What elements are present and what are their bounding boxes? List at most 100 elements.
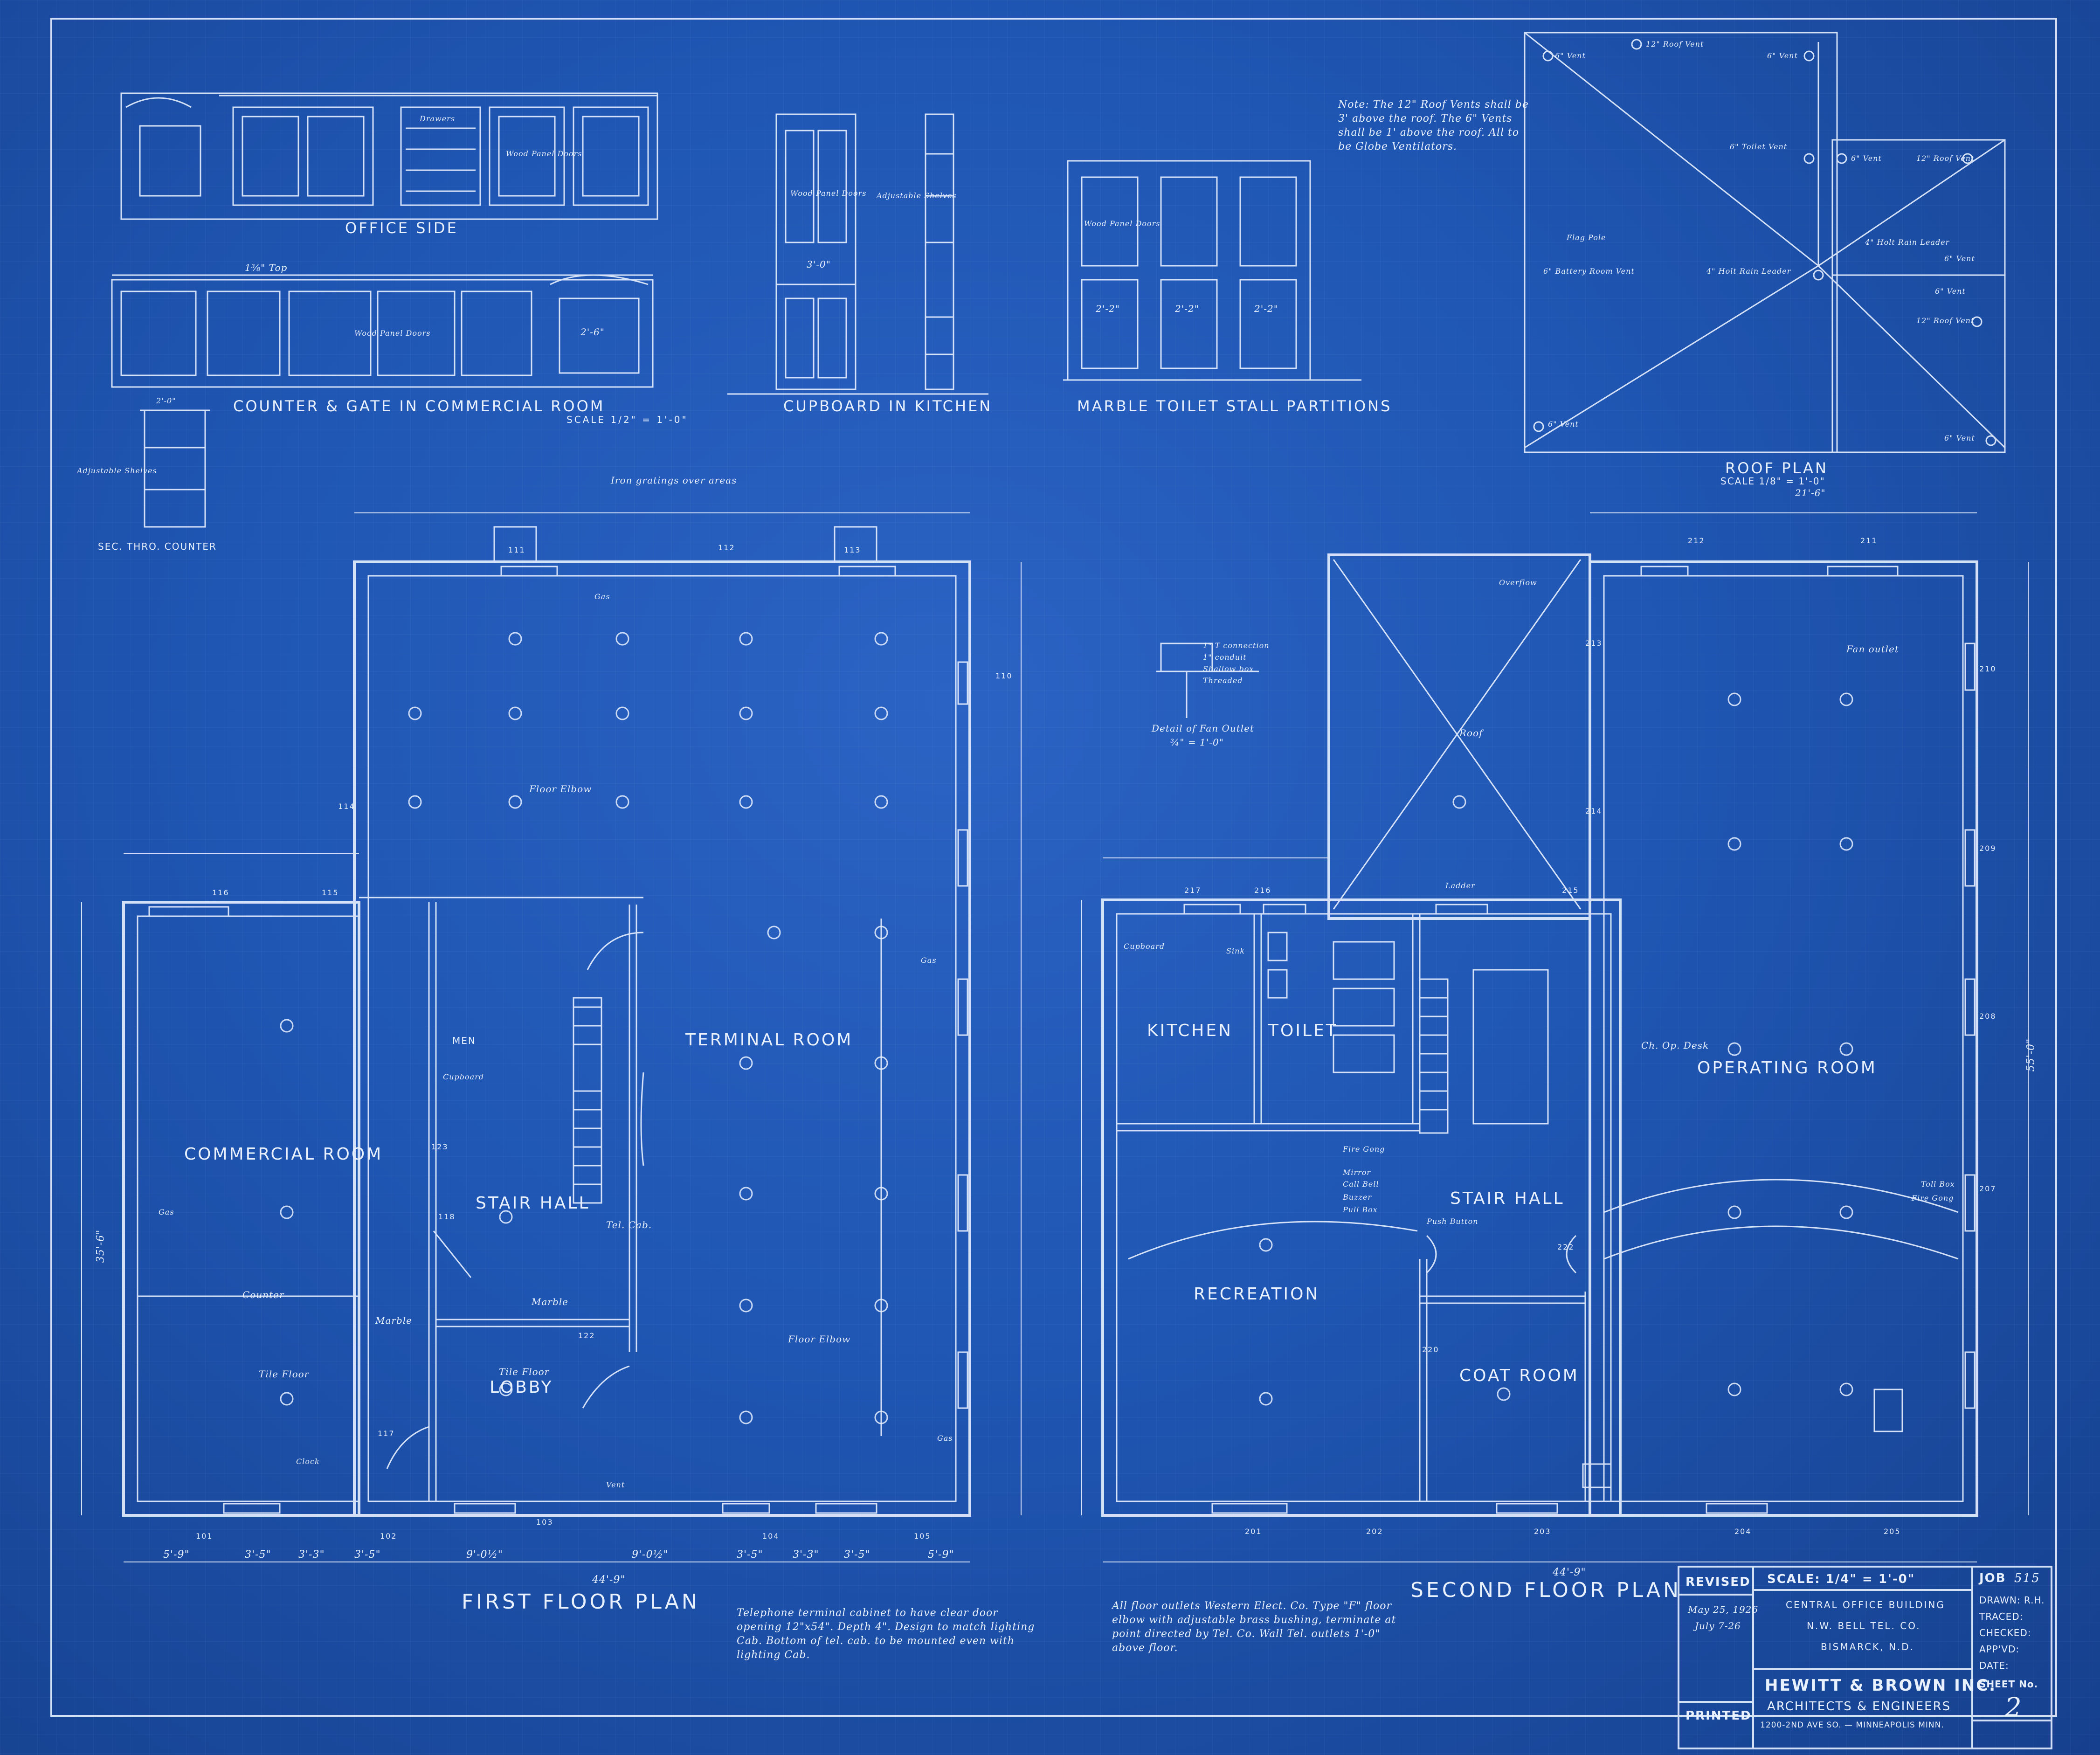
first-floor-cabinet-note: Telephone terminal cabinet to have clear… xyxy=(737,1607,1035,1661)
adjustable-shelves-label: Adjustable Shelves xyxy=(77,466,157,475)
first-floor-dim-lines xyxy=(81,512,1022,1562)
room-number: 104 xyxy=(762,1532,780,1541)
flag-pole-label: Flag Pole xyxy=(1567,233,1606,242)
room-number: 111 xyxy=(508,546,525,554)
roof-vent-se-lower: 6" Vent xyxy=(1935,287,1966,296)
cupboard-width-label: 3'-0" xyxy=(807,259,831,270)
job-number: 515 xyxy=(2014,1571,2040,1585)
first-dim-bottom-1: 3'-5" xyxy=(245,1549,271,1561)
details-scale-label: SCALE 1/2" = 1'-0" xyxy=(566,414,688,425)
firm-address: 1200-2ND AVE SO. — MINNEAPOLIS MINN. xyxy=(1760,1720,1944,1730)
roof-vent-sw: 6" Vent xyxy=(1548,420,1579,428)
fan-detail-line-3: Threaded xyxy=(1203,676,1243,685)
first-dim-bottom-2: 3'-3" xyxy=(298,1549,325,1561)
counter-gate-elevation xyxy=(111,274,654,388)
cupboard-doors-label: Wood Panel Doors xyxy=(790,189,867,198)
sink-label: Sink xyxy=(1226,947,1245,955)
room-number: 103 xyxy=(536,1518,553,1527)
counter-panel-doors-label: Wood Panel Doors xyxy=(354,329,431,338)
toilet-partitions-label: MARBLE TOILET STALL PARTITIONS xyxy=(1077,397,1392,415)
room-number: 217 xyxy=(1184,886,1202,895)
job-label: JOB xyxy=(1979,1571,2006,1585)
stall-width-2: 2'-2" xyxy=(1175,303,1199,314)
push-button-label: Push Button xyxy=(1427,1217,1478,1226)
second-side-dim: 55'-0" xyxy=(2025,1038,2037,1072)
iron-gratings-label: Iron gratings over areas xyxy=(611,475,737,486)
overflow-label: Overflow xyxy=(1499,578,1537,587)
room-number: 222 xyxy=(1557,1243,1575,1251)
clock-label: Clock xyxy=(296,1457,320,1466)
approved-by: APP'VD: xyxy=(1979,1644,2020,1655)
sheet-label: SHEET No. xyxy=(1979,1679,2038,1690)
rain-leader-east: 4" Holt Rain Leader xyxy=(1865,238,1950,247)
terminal-room-label: TERMINAL ROOM xyxy=(685,1030,853,1050)
first-overall-dim: 44'-9" xyxy=(592,1574,626,1586)
roof-vent-note: Note: The 12" Roof Vents shall be 3' abo… xyxy=(1338,99,1529,152)
kitchen-cupboard-label: CUPBOARD IN KITCHEN xyxy=(783,397,993,415)
revised-label: REVISED xyxy=(1686,1575,1751,1589)
room-number: 101 xyxy=(196,1532,213,1541)
second-floor-outlet-note: All floor outlets Western Elect. Co. Typ… xyxy=(1112,1600,1396,1654)
room-number: 112 xyxy=(718,543,735,552)
first-floor-windows xyxy=(148,566,968,1514)
revised-date-1: May 25, 1926 xyxy=(1688,1604,1759,1615)
gas-label-3: Gas xyxy=(921,956,937,965)
room-number: 118 xyxy=(438,1212,456,1221)
roof-vent-east: 6" Vent xyxy=(1851,154,1882,163)
first-dim-bottom-8: 3'-5" xyxy=(844,1549,870,1561)
stall-width-1: 2'-2" xyxy=(1096,303,1120,314)
room-number: 117 xyxy=(378,1429,395,1438)
room-number: 216 xyxy=(1254,886,1271,895)
room-number: 204 xyxy=(1734,1527,1752,1536)
commercial-tile-floor: Tile Floor xyxy=(259,1368,310,1380)
sheet-border xyxy=(50,18,2057,1717)
fan-detail-line-0: 1" T connection xyxy=(1203,641,1270,650)
fan-outlet-detail xyxy=(1156,643,1259,718)
room-number: 213 xyxy=(1585,639,1603,648)
project-line-2: N.W. BELL TEL. CO. xyxy=(1807,1620,1921,1631)
toilet-partitions-elevation xyxy=(1063,160,1361,381)
room-number: 123 xyxy=(431,1142,449,1151)
kitchen-cupboard-label-plan: Cupboard xyxy=(1124,942,1165,951)
project-line-3: BISMARCK, N.D. xyxy=(1821,1641,1915,1652)
roof-vent-se-upper: 6" Vent xyxy=(1944,254,1975,263)
marble-label: Marble xyxy=(375,1315,412,1326)
firm-name: HEWITT & BROWN INC. xyxy=(1765,1676,1997,1695)
recreation-label: RECREATION xyxy=(1194,1285,1320,1304)
coat-room-label: COAT ROOM xyxy=(1459,1366,1579,1385)
room-number: 116 xyxy=(212,888,229,897)
light-outlets xyxy=(280,632,1853,1424)
kitchen-cupboard-elevation xyxy=(727,113,988,395)
roof-vent-s: 6" Vent xyxy=(1944,434,1975,442)
room-number: 201 xyxy=(1245,1527,1262,1536)
gas-label-1: Gas xyxy=(159,1208,174,1216)
battery-vent-label: 6" Battery Room Vent xyxy=(1543,267,1635,276)
firm-subtitle: ARCHITECTS & ENGINEERS xyxy=(1767,1700,1951,1714)
commercial-room-label: COMMERCIAL ROOM xyxy=(184,1145,383,1164)
counter-label: Counter xyxy=(242,1289,284,1300)
second-floor-interior xyxy=(1116,559,1964,1502)
counter-section-width: 2'-0" xyxy=(156,396,176,405)
stall-doors-label: Wood Panel Doors xyxy=(1084,219,1161,228)
counter-gate-label: COUNTER & GATE IN COMMERCIAL ROOM xyxy=(233,397,605,415)
first-dim-bottom-6: 3'-5" xyxy=(737,1549,763,1561)
roof-vent-nw: 6" Vent xyxy=(1555,51,1586,60)
room-number: 203 xyxy=(1534,1527,1551,1536)
first-vent-label: Vent xyxy=(606,1480,625,1489)
gas-label-2: Gas xyxy=(594,592,610,601)
first-dim-bottom-3: 3'-5" xyxy=(354,1549,381,1561)
first-side-dim: 35'-6" xyxy=(95,1229,107,1263)
second-floor-plan-title: SECOND FLOOR PLAN xyxy=(1410,1578,1682,1602)
fan-detail-line-1: 1" conduit xyxy=(1203,653,1247,662)
fan-outlet-label: Fan outlet xyxy=(1846,643,1899,655)
room-number: 102 xyxy=(380,1532,397,1541)
second-stair-hall-label: STAIR HALL xyxy=(1450,1189,1565,1208)
project-line-1: CENTRAL OFFICE BUILDING xyxy=(1786,1599,1945,1610)
lobby-label: LOBBY xyxy=(490,1378,553,1397)
ladder-label: Ladder xyxy=(1445,881,1475,890)
room-number: 122 xyxy=(578,1331,595,1340)
first-dim-bottom-4: 9'-0½" xyxy=(466,1549,503,1561)
